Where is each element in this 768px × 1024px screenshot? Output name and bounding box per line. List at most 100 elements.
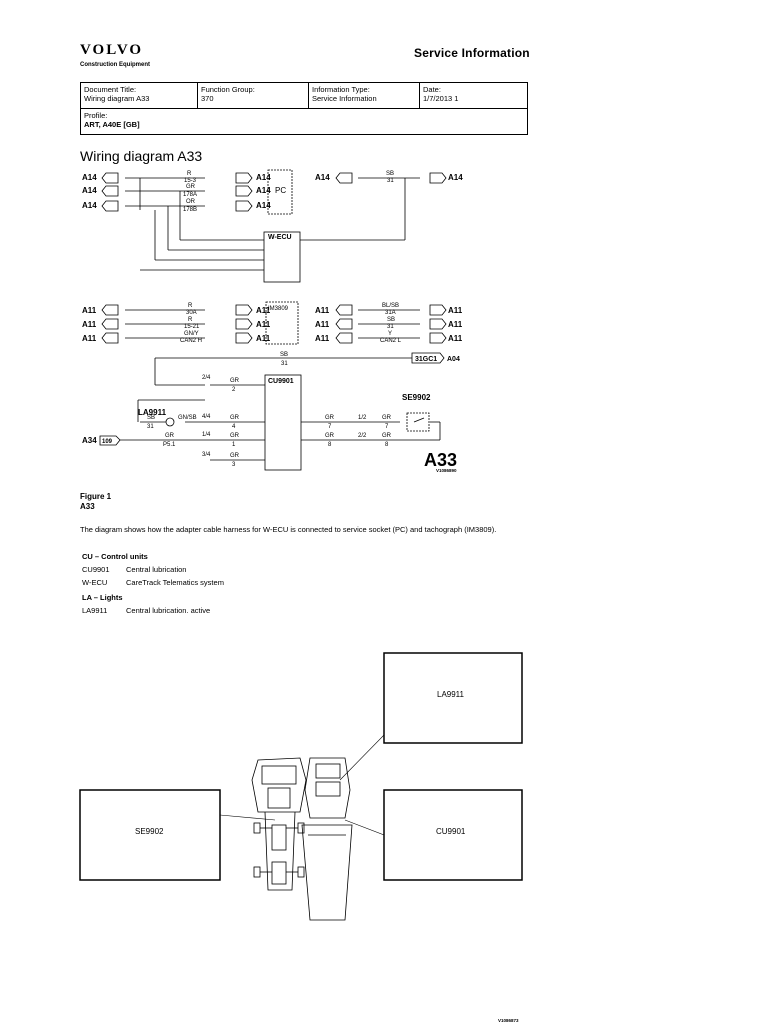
figure-name: A33 — [80, 502, 95, 511]
svg-text:GN/SB: GN/SB — [178, 415, 197, 421]
svg-text:CAN2 L: CAN2 L — [380, 338, 402, 344]
profile-cell: Profile: ART, A40E [GB] — [80, 108, 528, 135]
date-cell: Date: 1/7/2013 1 — [419, 82, 528, 109]
svg-text:31: 31 — [387, 324, 394, 330]
se9902-callout-box — [79, 789, 221, 881]
svg-text:8: 8 — [385, 442, 389, 448]
svg-text:A14: A14 — [315, 173, 330, 182]
svg-text:1/4: 1/4 — [202, 432, 211, 438]
svg-text:A14: A14 — [256, 173, 271, 182]
svg-text:GR: GR — [230, 415, 240, 421]
svg-text:GR: GR — [230, 453, 240, 459]
a11-connectors-left: A11 A11 A11 — [82, 304, 119, 344]
a14-connector-1: A14 — [82, 172, 119, 184]
brand-logo: VOLVO — [80, 42, 144, 58]
profile-label: Profile: — [84, 111, 108, 120]
svg-text:109: 109 — [102, 439, 113, 445]
doc-title-cell: Document Title: Wiring diagram A33 — [80, 82, 198, 109]
wiring-diagram: A14 A14 A14 R 15-3 GR 178A OR 178B A14 A… — [82, 169, 463, 473]
svg-text:P5.1: P5.1 — [163, 442, 176, 448]
wire-top-code-3: 178B — [183, 207, 197, 213]
function-group-cell: Function Group: 370 — [197, 82, 309, 109]
svg-text:A14: A14 — [82, 186, 97, 195]
svg-text:30A: 30A — [186, 310, 197, 316]
svg-text:A11: A11 — [315, 320, 330, 329]
wecu-label: W-ECU — [268, 234, 292, 241]
svg-text:4/4: 4/4 — [202, 414, 211, 420]
la9911-label: LA9911 — [138, 408, 167, 417]
svg-text:2: 2 — [232, 387, 236, 393]
svg-text:LA9911: LA9911 — [437, 690, 465, 699]
doc-title-value: Wiring diagram A33 — [84, 94, 150, 103]
svg-text:SB: SB — [280, 352, 288, 358]
doc-title-label: Document Title: — [84, 85, 137, 94]
wire-top-code-2: 178A — [183, 192, 197, 198]
legend-desc: Central lubrication — [126, 565, 187, 574]
cu9901-label: CU9901 — [268, 378, 294, 385]
svg-text:31: 31 — [147, 424, 154, 430]
svg-text:A14: A14 — [448, 173, 463, 182]
svg-text:31: 31 — [387, 178, 394, 184]
a34-label: A34 — [82, 436, 97, 445]
figure-label: Figure 1 — [80, 492, 112, 501]
svg-text:31GC1: 31GC1 — [415, 356, 437, 363]
svg-text:A11: A11 — [82, 306, 97, 315]
svg-text:31: 31 — [281, 361, 288, 367]
la9911-callout-box — [383, 652, 523, 744]
svg-text:A11: A11 — [315, 334, 330, 343]
machine-rear-unit — [301, 757, 353, 921]
machine-front-unit — [251, 757, 307, 891]
svg-text:CU9901: CU9901 — [436, 827, 466, 836]
svg-text:31A: 31A — [385, 310, 396, 316]
svg-text:A11: A11 — [256, 320, 271, 329]
wire-top-code-1: 15-3 — [184, 178, 197, 184]
svg-text:GR: GR — [165, 433, 175, 439]
se9902-switch — [406, 412, 430, 432]
svg-text:GR: GR — [382, 433, 392, 439]
a33-label: A33 — [424, 450, 457, 470]
service-title: Service Information — [414, 46, 530, 60]
svg-text:A11: A11 — [82, 334, 97, 343]
page-title: Wiring diagram A33 — [80, 148, 203, 164]
info-type-cell: Information Type: Service Information — [308, 82, 420, 109]
svg-text:GR: GR — [382, 415, 392, 421]
svg-text:7: 7 — [328, 424, 332, 430]
svg-text:A11: A11 — [448, 320, 463, 329]
pc-box — [267, 169, 293, 215]
svg-text:R: R — [188, 303, 193, 309]
svg-text:8: 8 — [328, 442, 332, 448]
svg-text:4: 4 — [232, 424, 236, 430]
svg-text:GR: GR — [230, 378, 240, 384]
svg-text:V1086873: V1086873 — [498, 1018, 519, 1023]
cu9901-box — [264, 374, 302, 471]
document-meta-table: Document Title: Wiring diagram A33 Funct… — [80, 82, 528, 135]
legend-row: LA9911 Central lubrication. active — [82, 604, 224, 617]
wecu-box — [263, 231, 301, 283]
la9911-lamp — [165, 417, 175, 427]
im3809-box — [265, 301, 299, 345]
info-type-value: Service Information — [312, 94, 377, 103]
svg-text:1/2: 1/2 — [358, 415, 367, 421]
svg-text:A04: A04 — [447, 356, 460, 363]
svg-text:A11: A11 — [256, 334, 271, 343]
wire-top-color-3: OR — [186, 199, 196, 205]
pc-label: PC — [275, 186, 286, 195]
brand-subtitle: Construction Equipment — [80, 62, 150, 68]
legend: CU – Control units CU9901 Central lubric… — [82, 548, 224, 617]
svg-text:BL/SB: BL/SB — [382, 303, 399, 309]
svg-text:A11: A11 — [315, 306, 330, 315]
date-value: 1/7/2013 1 — [423, 94, 459, 103]
svg-text:V1086890: V1086890 — [436, 468, 457, 473]
svg-text:GR: GR — [325, 415, 335, 421]
function-group-label: Function Group: — [201, 85, 255, 94]
legend-row: W-ECU CareTrack Telematics system — [82, 576, 224, 589]
legend-code: W-ECU — [82, 578, 108, 587]
a14-connector-3: A14 — [82, 200, 119, 212]
svg-text:SB: SB — [387, 317, 395, 323]
svg-text:A14: A14 — [82, 173, 97, 182]
svg-text:1: 1 — [232, 442, 236, 448]
wire-top-color-2: GR — [186, 184, 196, 190]
svg-text:SE9902: SE9902 — [135, 827, 164, 836]
legend-heading-la: LA – Lights — [82, 593, 123, 602]
se9902-label: SE9902 — [402, 393, 431, 402]
